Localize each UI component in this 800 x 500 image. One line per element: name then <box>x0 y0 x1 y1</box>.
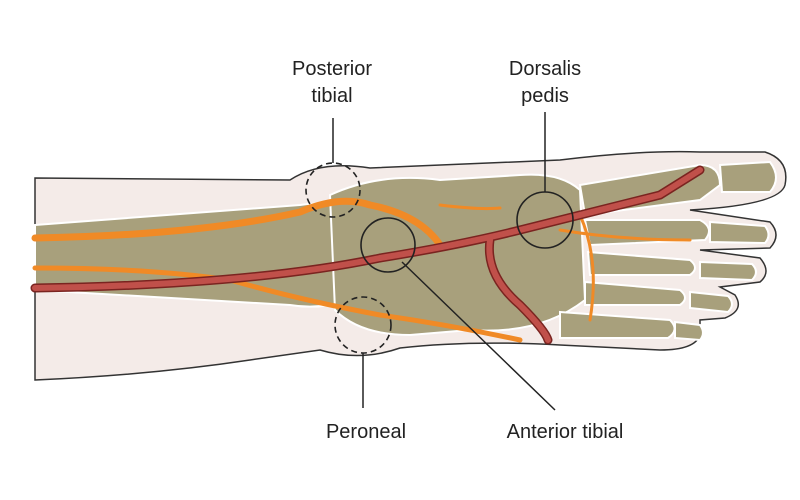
posterior-tibial-label-line2: tibial <box>311 85 353 107</box>
posterior-tibial-label-line1: Posterior <box>291 58 373 80</box>
peroneal-label: Peroneal <box>325 421 407 443</box>
anterior-tibial-marker <box>360 217 416 273</box>
nerves <box>31 197 692 343</box>
metatarsal-4 <box>584 280 686 306</box>
toe-5 <box>674 320 704 342</box>
posterior-tibial-label: Posterior tibial <box>272 56 392 110</box>
toe-4 <box>689 290 733 314</box>
nerve-upper <box>31 197 444 249</box>
artery-highlight <box>32 167 703 343</box>
metatarsal-3 <box>586 250 696 276</box>
dorsalis-pedis-label-line2: pedis <box>521 85 569 107</box>
toe-2 <box>709 220 770 245</box>
toe-3 <box>699 260 757 282</box>
posterior-tibial-marker <box>305 162 361 218</box>
bones <box>34 160 777 342</box>
dorsalis-pedis-label-line1: Dorsalis <box>508 58 582 80</box>
nerve-dorsal <box>438 203 692 322</box>
anterior-tibial-label: Anterior tibial <box>506 421 624 443</box>
nerve-lower <box>32 265 523 343</box>
dorsalis-pedis-label: Dorsalis pedis <box>485 56 605 110</box>
anterior-tibial-leader <box>401 261 556 411</box>
hallux <box>718 160 777 193</box>
